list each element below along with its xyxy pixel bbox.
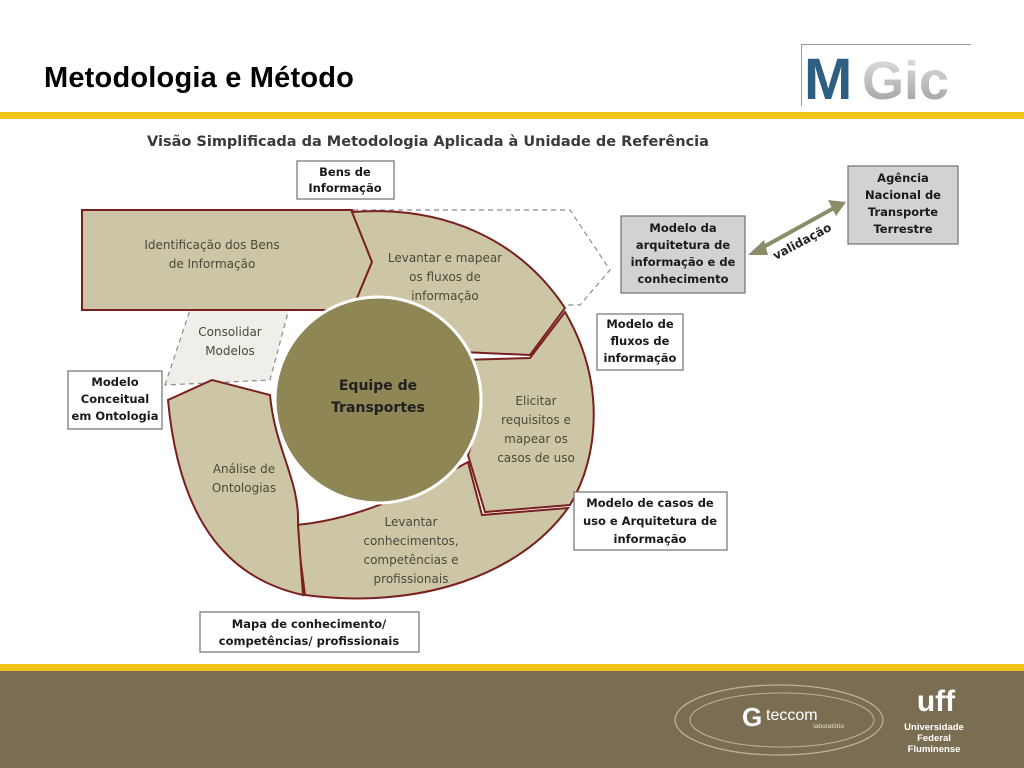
elicitar-label-2: requisitos e [501, 413, 571, 427]
gteccom-subtitle: laboratório [813, 723, 844, 730]
modelo-conceitual-label-2: Conceitual [81, 392, 149, 406]
mapa-conhecimento-label-1: Mapa de conhecimento/ [232, 617, 387, 631]
modelo-casos-label-3: informação [614, 532, 687, 546]
uff-name-line-1: Universidade [904, 722, 964, 733]
modelo-conceitual-label-3: em Ontologia [72, 409, 159, 423]
identificacao-label-1: Identificação dos Bens [144, 238, 279, 252]
logo-text-m: M [804, 47, 852, 107]
modelo-casos-box[interactable] [573, 491, 728, 551]
levantar-fluxos-label-1: Levantar e mapear [388, 251, 502, 265]
modelo-arquitetura-label-3: informação e de [631, 255, 736, 269]
modelo-fluxos-label-3: informação [604, 351, 677, 365]
bens-informacao-box[interactable] [296, 160, 395, 200]
modelo-arquitetura-label-1: Modelo da [649, 221, 716, 235]
agencia-label-4: Terrestre [873, 222, 932, 236]
bens-informacao-label-1: Bens de [319, 165, 371, 179]
consolidar-label-1: Consolidar [198, 325, 262, 339]
elicitar-label-1: Elicitar [515, 394, 556, 408]
elicitar-label-4: casos de uso [497, 451, 575, 465]
gteccom-initial: G [742, 702, 762, 732]
agencia-label-3: Transporte [868, 205, 938, 219]
mgic-logo: M Gic [801, 44, 971, 112]
modelo-fluxos-box[interactable] [596, 313, 684, 371]
diagram-heading: Visão Simplificada da Metodologia Aplica… [147, 134, 709, 150]
uff-logo: uff [917, 685, 956, 715]
levantar-fluxos-label-2: os fluxos de [409, 270, 481, 284]
agencia-label-1: Agência [877, 171, 929, 185]
consolidar-label-2: Modelos [205, 344, 255, 358]
modelo-arquitetura-box[interactable] [620, 215, 746, 294]
identificacao-label-2: de Informação [169, 257, 256, 271]
modelo-fluxos-label-2: fluxos de [611, 334, 670, 348]
analise-label-2: Ontologias [212, 481, 276, 495]
mapa-conhecimento-label-2: competências/ profissionais [219, 634, 400, 648]
modelo-casos-label-2: uso e Arquitetura de [583, 514, 717, 528]
footer-bar [0, 671, 1024, 768]
elicitar-label-3: mapear os [504, 432, 568, 446]
modelo-conceitual-box[interactable] [67, 370, 163, 430]
levantar-conhecimentos-label-1: Levantar [385, 515, 438, 529]
levantar-conhecimentos-label-3: competências e [363, 553, 458, 567]
modelo-arquitetura-label-4: conhecimento [637, 272, 728, 286]
bens-informacao-label-2: Informação [308, 181, 381, 195]
slide-title: Metodologia e Método [44, 62, 355, 94]
uff-name-line-3: Fluminense [907, 744, 961, 755]
levantar-conhecimentos-label-2: conhecimentos, [363, 534, 458, 548]
gteccom-name: teccom [766, 707, 818, 724]
uff-name-line-2: Federal [917, 733, 951, 744]
bottom-accent-rule [0, 664, 1024, 671]
methodology-diagram: Visão Simplificada da Metodologia Aplica… [67, 134, 959, 653]
analise-segment[interactable] [166, 378, 305, 597]
center-label-line-1: Equipe de [339, 378, 417, 394]
top-accent-rule [0, 112, 1024, 119]
uff-mark-text: uff [917, 685, 956, 715]
agencia-label-2: Nacional de [865, 188, 941, 202]
levantar-fluxos-label-3: informação [411, 289, 479, 303]
levantar-conhecimentos-label-4: profissionais [374, 572, 449, 586]
agencia-box[interactable] [847, 165, 959, 245]
modelo-conceitual-label-1: Modelo [91, 375, 138, 389]
modelo-arquitetura-label-2: arquitetura de [636, 238, 730, 252]
consolidar-segment [164, 304, 291, 386]
modelo-casos-label-1: Modelo de casos de [586, 496, 714, 510]
center-circle [273, 295, 483, 505]
modelo-fluxos-label-1: Modelo de [606, 317, 673, 331]
logo-text-gic: Gic [862, 51, 949, 107]
mapa-conhecimento-box[interactable] [199, 611, 420, 653]
validation-arrow [748, 200, 846, 255]
analise-label-1: Análise de [213, 462, 275, 476]
uff-name: Universidade Federal Fluminense [892, 722, 976, 755]
center-label-line-2: Transportes [331, 400, 425, 416]
gteccom-logo: G teccom laboratório [674, 684, 884, 756]
